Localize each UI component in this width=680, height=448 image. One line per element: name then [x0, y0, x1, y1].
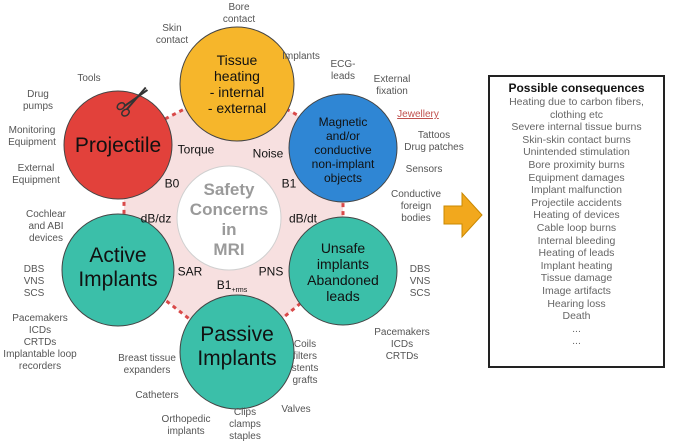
consequence-item: Tissue damage [540, 272, 613, 285]
consequence-item: Image artifacts [542, 284, 611, 297]
consequence-item: Internal bleeding [537, 234, 616, 247]
b1rms-label: B1+rms [216, 277, 248, 295]
consequence-item: Heating due to carbon fibers, [509, 96, 644, 108]
pns-label: PNS [258, 264, 284, 279]
consequence-item: Cable loop burns [536, 221, 617, 234]
consequence-item: Equipment damages [528, 171, 625, 184]
catheters-label: Catheters [135, 390, 179, 401]
valves-label: Valves [281, 404, 311, 415]
projectile-node [63, 90, 173, 200]
noise-label: Noise [252, 146, 284, 161]
active-implants-node [61, 213, 175, 327]
sensors-label: Sensors [405, 164, 443, 175]
magnetic-objects-node [288, 93, 398, 203]
passive-implants-node [179, 294, 295, 410]
consequence-item: clothing etc [549, 108, 604, 121]
consequence-item: Implant malfunction [530, 184, 623, 197]
projectile-label: Projectile [74, 134, 162, 157]
consequence-item: Unintended stimulation [523, 146, 630, 159]
consequence-item: Heating of devices [533, 209, 620, 222]
torque-label: Torque [177, 142, 215, 157]
b0-label: B0 [164, 176, 180, 191]
arrow-icon [443, 191, 483, 239]
dbdt-label: dB/dt [288, 211, 318, 226]
tools-label: Tools [77, 73, 101, 84]
consequence-item: ... [572, 335, 581, 348]
unsafe-implants-node [288, 216, 398, 326]
consequence-item: Skin-skin contact burns [522, 133, 631, 146]
consequences-title: Possible consequences [508, 81, 645, 95]
ecg-leads-label: ECG-leads [330, 59, 356, 82]
consequence-item: Projectile accidents [531, 196, 622, 209]
consequence-item: Implant heating [540, 259, 613, 272]
consequences-list: Heating due to carbon fibers,clothing et… [494, 96, 659, 348]
scissors-icon [116, 86, 149, 117]
consequence-item: Severe internal tissue burns [511, 121, 642, 134]
tissue-heating-node [179, 26, 295, 142]
consequences-box: Possible consequences Heating due to car… [488, 75, 665, 368]
b1-label: B1 [281, 176, 297, 191]
consequence-item: Heating of leads [538, 247, 615, 260]
consequence-item: ... [572, 322, 581, 335]
sar-label: SAR [177, 264, 203, 279]
consequence-item: Hearing loss [547, 297, 606, 310]
implants-label: Implants [282, 51, 320, 62]
consequence-item: Death [562, 310, 591, 323]
consequence-item: Bore proximity burns [528, 158, 625, 171]
jewellery-label: Jewellery [397, 109, 439, 120]
center-circle [176, 165, 282, 271]
dbdz-label: dB/dz [140, 211, 172, 226]
